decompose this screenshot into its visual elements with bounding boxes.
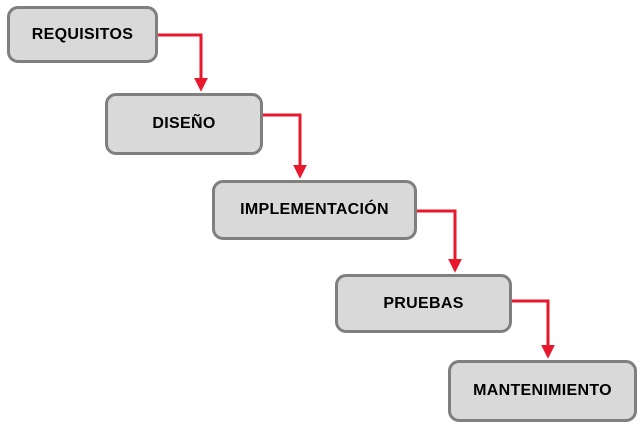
- stage-box-diseno: DISEÑO: [105, 93, 263, 155]
- stage-box-requisitos: REQUISITOS: [7, 6, 158, 63]
- arrow-requisitos-to-diseno: [156, 33, 208, 92]
- stage-label-requisitos: REQUISITOS: [31, 25, 134, 43]
- stage-box-implementacion: IMPLEMENTACIÓN: [212, 180, 417, 240]
- arrow-pruebas-to-mantenimiento: [510, 299, 555, 359]
- stage-box-pruebas: PRUEBAS: [335, 274, 512, 333]
- stage-label-diseno: DISEÑO: [152, 115, 216, 132]
- stage-label-mantenimiento: MANTENIMIENTO: [473, 382, 612, 399]
- stage-label-implementacion: IMPLEMENTACIÓN: [240, 201, 389, 218]
- arrow-implementacion-to-pruebas: [415, 209, 462, 273]
- stage-box-mantenimiento: MANTENIMIENTO: [448, 360, 637, 422]
- stage-label-pruebas: PRUEBAS: [383, 294, 464, 312]
- arrow-diseno-to-implementacion: [261, 113, 307, 179]
